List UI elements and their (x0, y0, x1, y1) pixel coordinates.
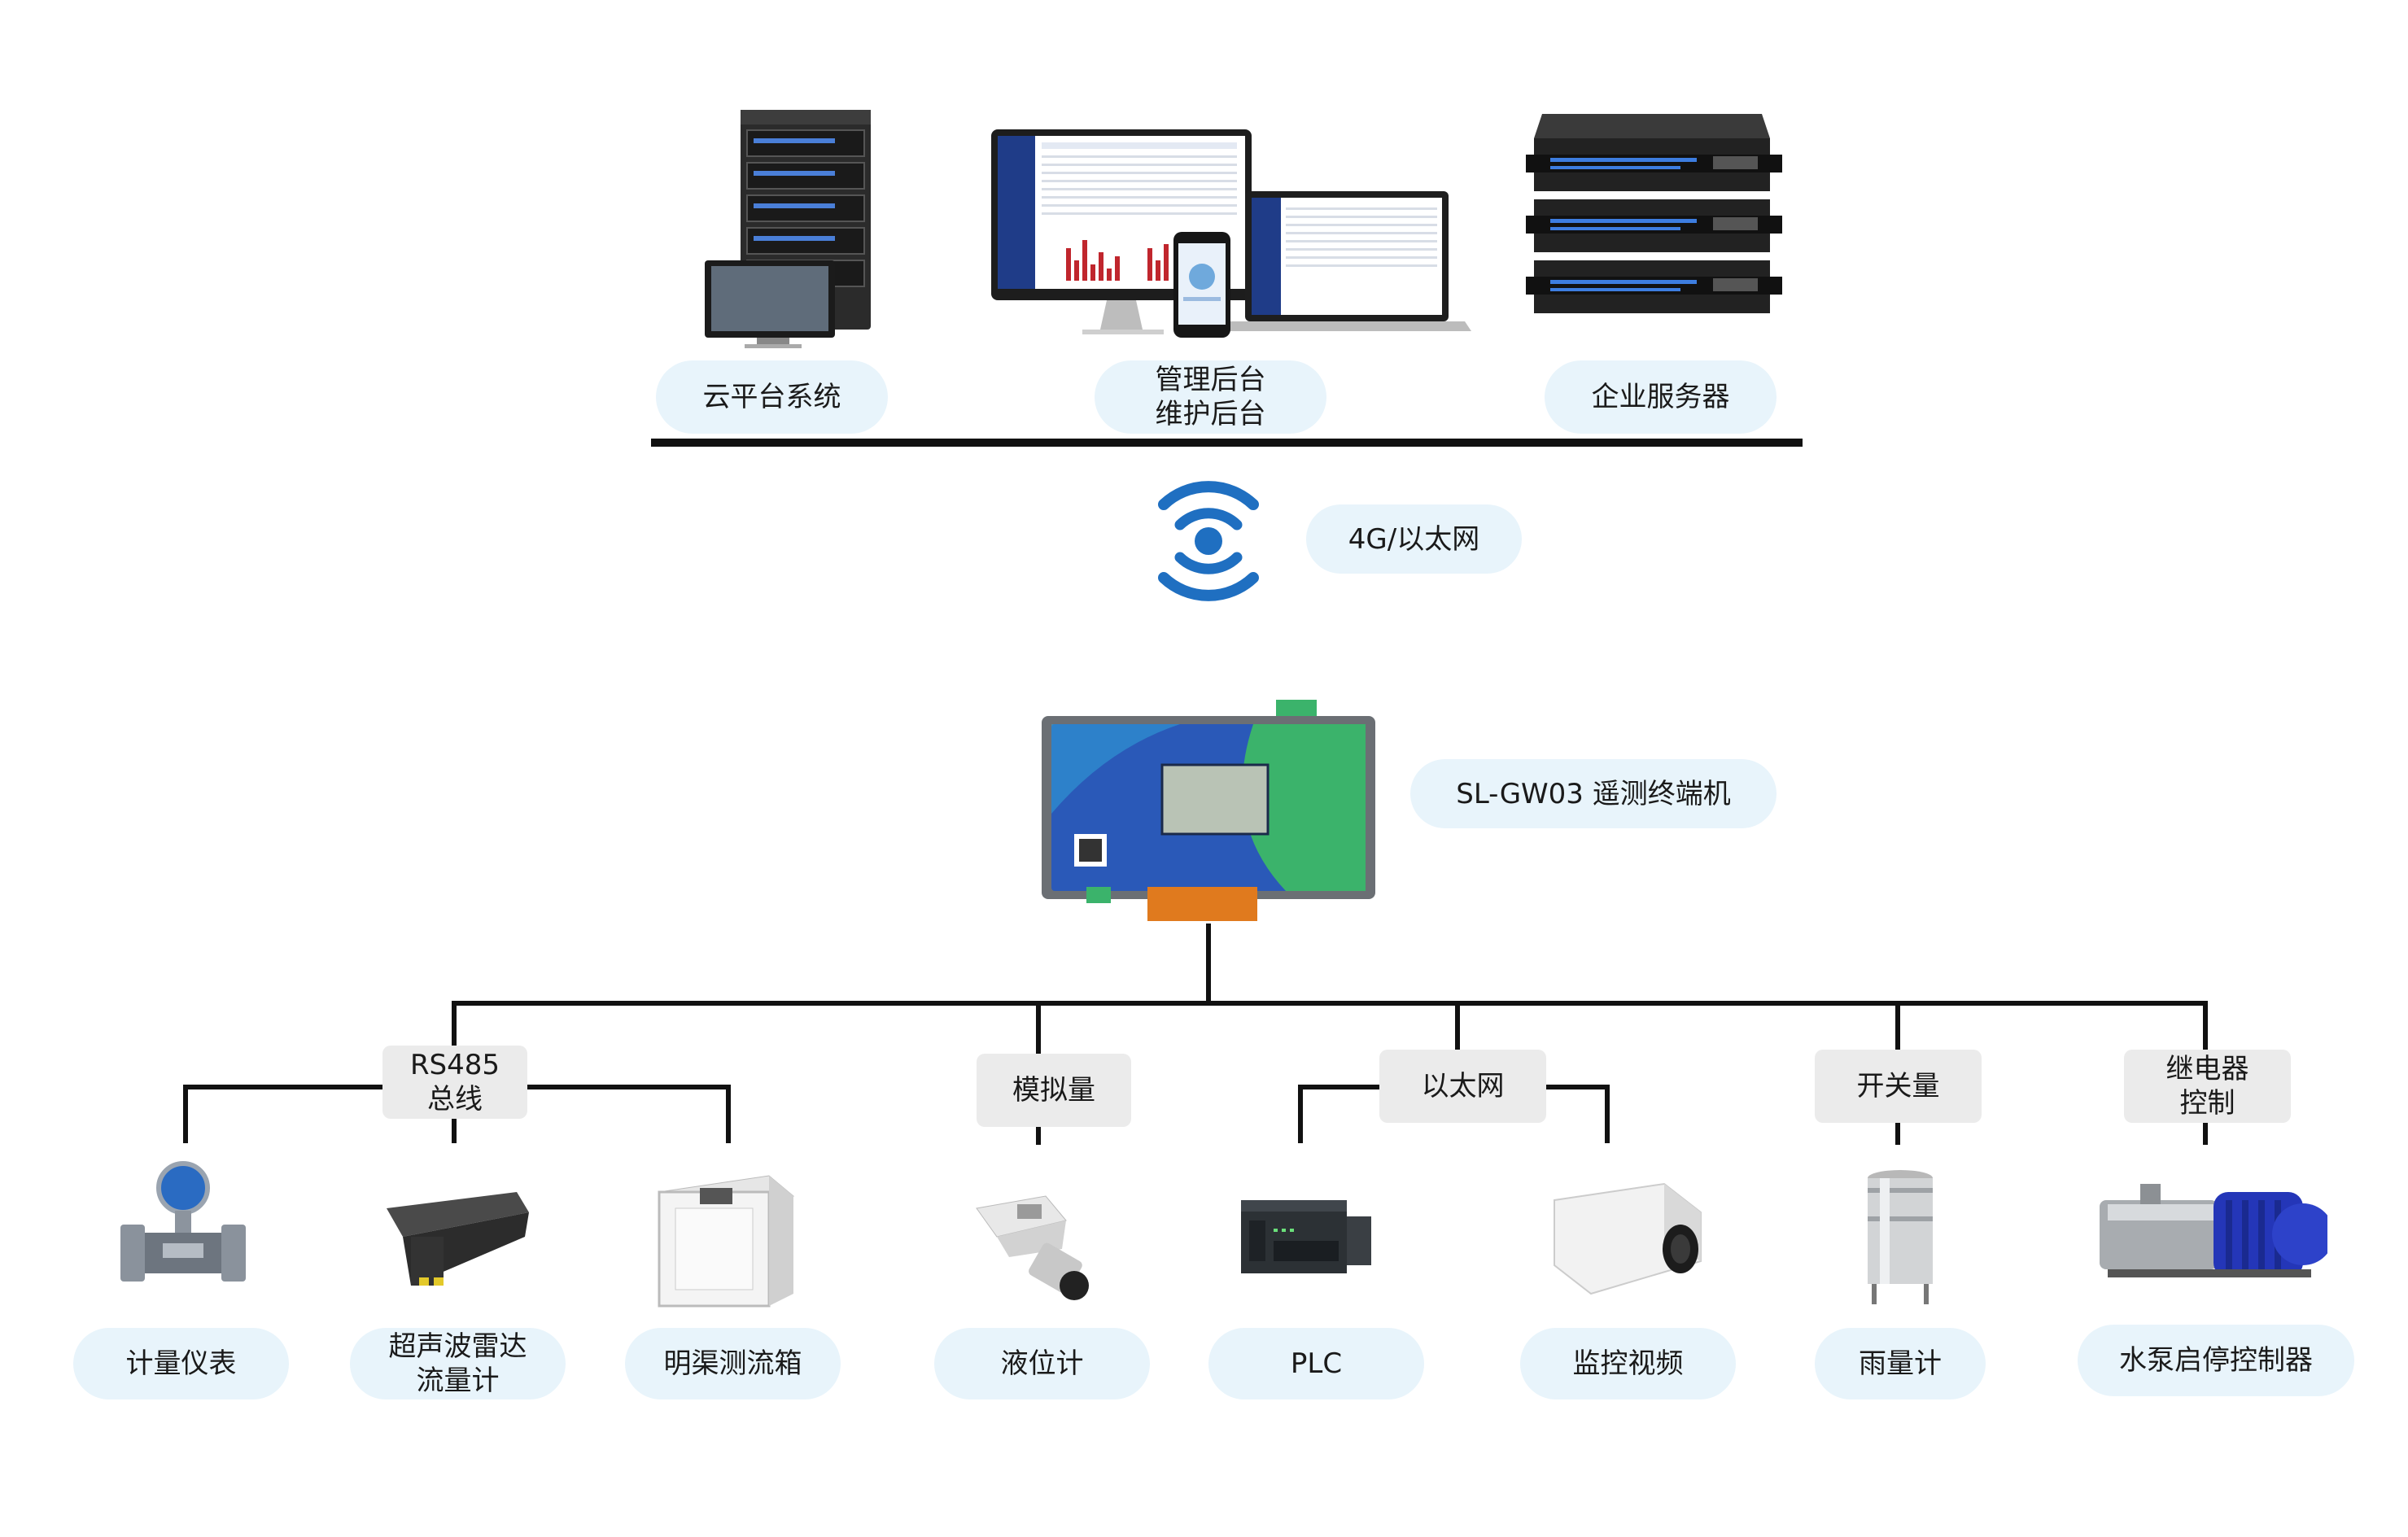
enterprise-server-label: 企业服务器 (1545, 360, 1777, 434)
telemetry-terminal-icon (1042, 700, 1375, 924)
ethernet-branch-label: 以太网 (1379, 1050, 1546, 1123)
main-horizontal-line (452, 1001, 2208, 1006)
switch-drop-line (1895, 1001, 1900, 1054)
wireless-signal-icon (1156, 480, 1261, 602)
water-pump-icon (2091, 1172, 2327, 1294)
surveillance-camera-icon (1542, 1180, 1709, 1306)
server-rack-icon (700, 106, 887, 350)
channel-flow-box-icon (647, 1172, 802, 1310)
analog-label: 模拟量 (977, 1054, 1131, 1127)
flow-meter-icon (114, 1155, 252, 1302)
rain-gauge-icon (1860, 1164, 1941, 1310)
plc-controller-icon (1233, 1192, 1379, 1286)
relay-drop-line (2203, 1001, 2208, 1054)
ethernet-drop-line (1455, 1001, 1460, 1054)
meter-label: 计量仪表 (73, 1328, 289, 1399)
rs485-bus-label: RS485 总线 (382, 1046, 527, 1119)
ethernet-horizontal-line-right (1546, 1085, 1610, 1089)
relay-device-drop (2203, 1119, 2208, 1145)
switch-device-drop (1895, 1119, 1900, 1145)
gateway-drop-line (1206, 924, 1211, 1005)
camera-label: 监控视频 (1520, 1328, 1736, 1399)
ultrasonic-flowmeter-label: 超声波雷达 流量计 (350, 1328, 566, 1399)
rs485-right-drop (726, 1085, 731, 1143)
switch-label: 开关量 (1815, 1050, 1982, 1123)
enterprise-server-icon (1526, 106, 1782, 338)
gateway-model-label: SL-GW03 遥测终端机 (1410, 759, 1777, 828)
level-gauge-icon (972, 1188, 1111, 1302)
rain-gauge-label: 雨量计 (1815, 1328, 1986, 1399)
cloud-platform-label: 云平台系统 (656, 360, 888, 434)
ethernet-right-drop (1605, 1085, 1610, 1143)
ultrasonic-radar-icon (378, 1180, 533, 1298)
monitor-laptop-phone-icon (985, 126, 1473, 350)
rs485-left-drop (183, 1085, 188, 1143)
channel-box-label: 明渠测流箱 (625, 1328, 841, 1399)
relay-control-label: 继电器 控制 (2124, 1050, 2291, 1123)
rs485-mid-drop (452, 1115, 457, 1143)
top-bus-line (651, 439, 1803, 447)
pump-controller-label: 水泵启停控制器 (2078, 1325, 2354, 1396)
management-backend-label: 管理后台 维护后台 (1095, 360, 1326, 434)
level-gauge-label: 液位计 (934, 1328, 1150, 1399)
ethernet-left-drop (1298, 1085, 1303, 1143)
plc-label: PLC (1208, 1328, 1424, 1399)
analog-drop-line (1036, 1001, 1041, 1058)
analog-device-drop (1036, 1127, 1041, 1145)
rs485-drop-line (452, 1001, 457, 1050)
network-label: 4G/以太网 (1306, 504, 1522, 574)
